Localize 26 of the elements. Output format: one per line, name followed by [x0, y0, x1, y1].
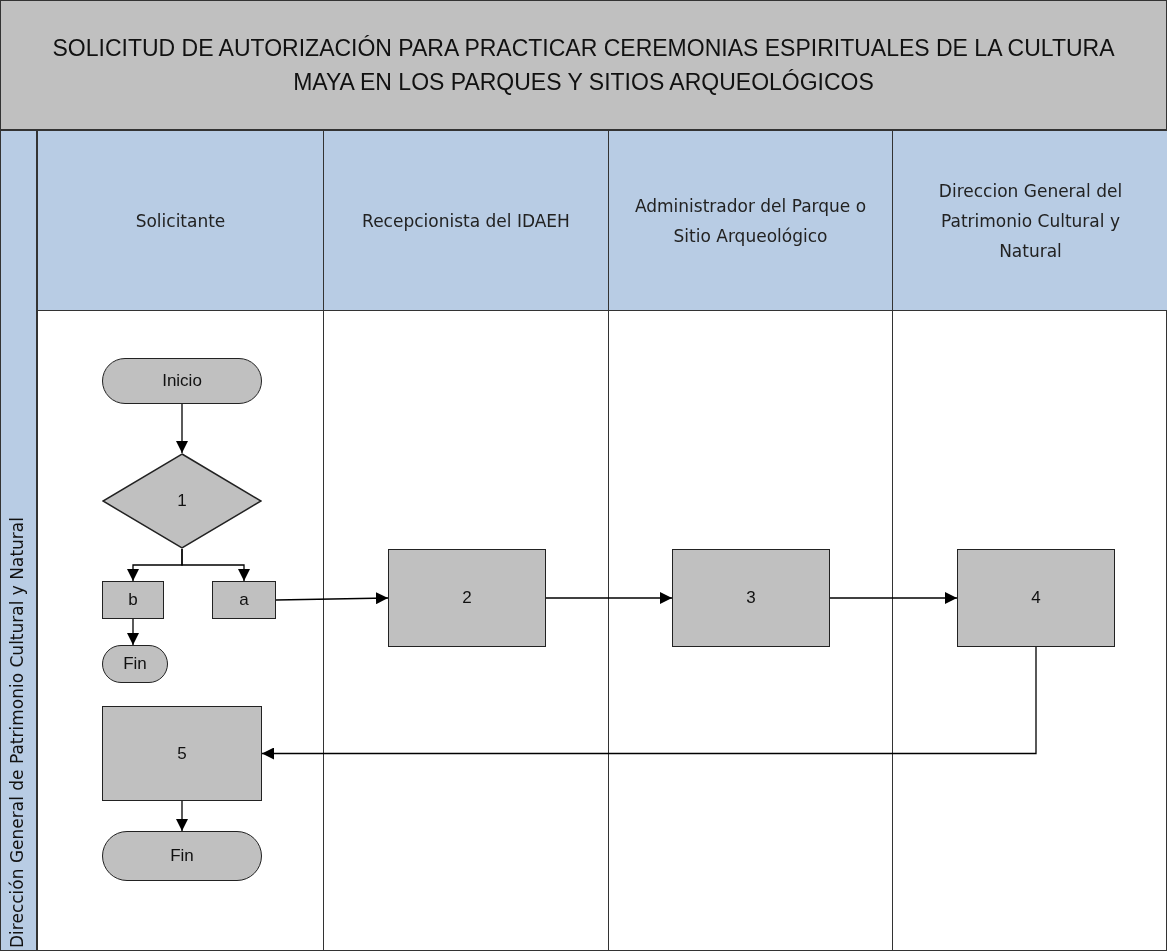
swimlane — [37, 131, 323, 950]
lane-header: Solicitante — [38, 131, 323, 311]
process-box: 4 — [957, 549, 1115, 647]
process-box: 2 — [388, 549, 546, 647]
process-box: 5 — [102, 706, 262, 801]
lane-header: Direccion General del Patrimonio Cultural y Natural — [893, 131, 1167, 311]
swimlane — [608, 131, 892, 950]
arrow — [176, 800, 188, 832]
arrow — [829, 592, 958, 604]
swimlane-pool — [0, 130, 1167, 951]
lane-header: Recepcionista del IDAEH — [324, 131, 608, 311]
arrow — [181, 548, 250, 582]
pool-label: Dirección General de Patrimonio Cultural y Natural — [7, 517, 27, 948]
process-box: b — [102, 581, 164, 619]
process-box: 3 — [672, 549, 830, 647]
arrow — [261, 646, 1037, 760]
arrow — [275, 592, 389, 605]
swimlane — [892, 131, 1167, 950]
process-box: a — [212, 581, 276, 619]
arrow — [545, 592, 673, 604]
arrow — [176, 403, 188, 454]
title-banner: SOLICITUD DE AUTORIZACIÓN PARA PRACTICAR CEREMONIAS ESPIRITUALES DE LA CULTURA MAYA EN LOS PARQUES Y SITIOS ARQUEOLÓGICOS — [0, 0, 1167, 130]
arrow — [127, 618, 139, 646]
lane-header: Administrador del Parque o Sitio Arqueológico — [609, 131, 892, 311]
swimlane — [323, 131, 608, 950]
decision-diamond: 1 — [102, 453, 262, 549]
